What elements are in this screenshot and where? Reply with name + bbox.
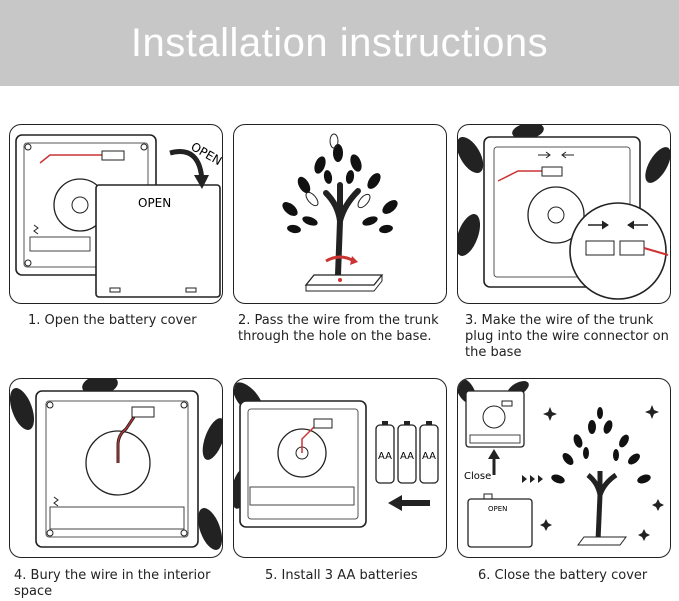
svg-text:Close: Close xyxy=(464,471,491,482)
page-title: Installation instructions xyxy=(130,20,549,65)
plug-connection-illustration xyxy=(458,125,670,300)
step-2-caption: 2. Pass the wire from the trunk through … xyxy=(238,313,439,344)
svg-text:AA: AA xyxy=(422,451,436,462)
battery-box-open-illustration xyxy=(15,134,221,298)
step-4-panel xyxy=(9,378,223,558)
step-6-caption: 6. Close the battery cover xyxy=(478,568,648,583)
step-3-caption: 3. Make the wire of the trunk plug into … xyxy=(465,313,669,360)
step-5-panel: AA AA AA xyxy=(233,378,447,558)
step-2-panel xyxy=(233,124,447,304)
step-1-caption: 1. Open the battery cover xyxy=(28,313,197,328)
close-cover-illustration xyxy=(458,379,664,548)
open-arrow-label: OPEN OPEN xyxy=(138,139,224,210)
header-banner: Installation instructions xyxy=(0,0,679,86)
bury-wire-illustration xyxy=(10,379,222,550)
svg-text:OPEN: OPEN xyxy=(138,196,171,210)
svg-text:OPEN: OPEN xyxy=(488,505,507,513)
step-4-caption: 4. Bury the wire in the interior space xyxy=(14,568,211,599)
install-batteries-illustration xyxy=(234,382,439,528)
close-labels: Close OPEN xyxy=(464,471,507,513)
battery-labels: AA AA AA xyxy=(378,451,436,462)
step-5-caption: 5. Install 3 AA batteries xyxy=(265,568,418,583)
tree-on-base-illustration xyxy=(282,133,398,292)
step-3-panel xyxy=(457,124,671,304)
svg-text:AA: AA xyxy=(378,451,392,462)
svg-text:OPEN: OPEN xyxy=(189,139,224,168)
step-6-panel: Close OPEN xyxy=(457,378,671,558)
svg-text:AA: AA xyxy=(400,451,414,462)
step-1-panel: OPEN OPEN xyxy=(9,124,223,304)
